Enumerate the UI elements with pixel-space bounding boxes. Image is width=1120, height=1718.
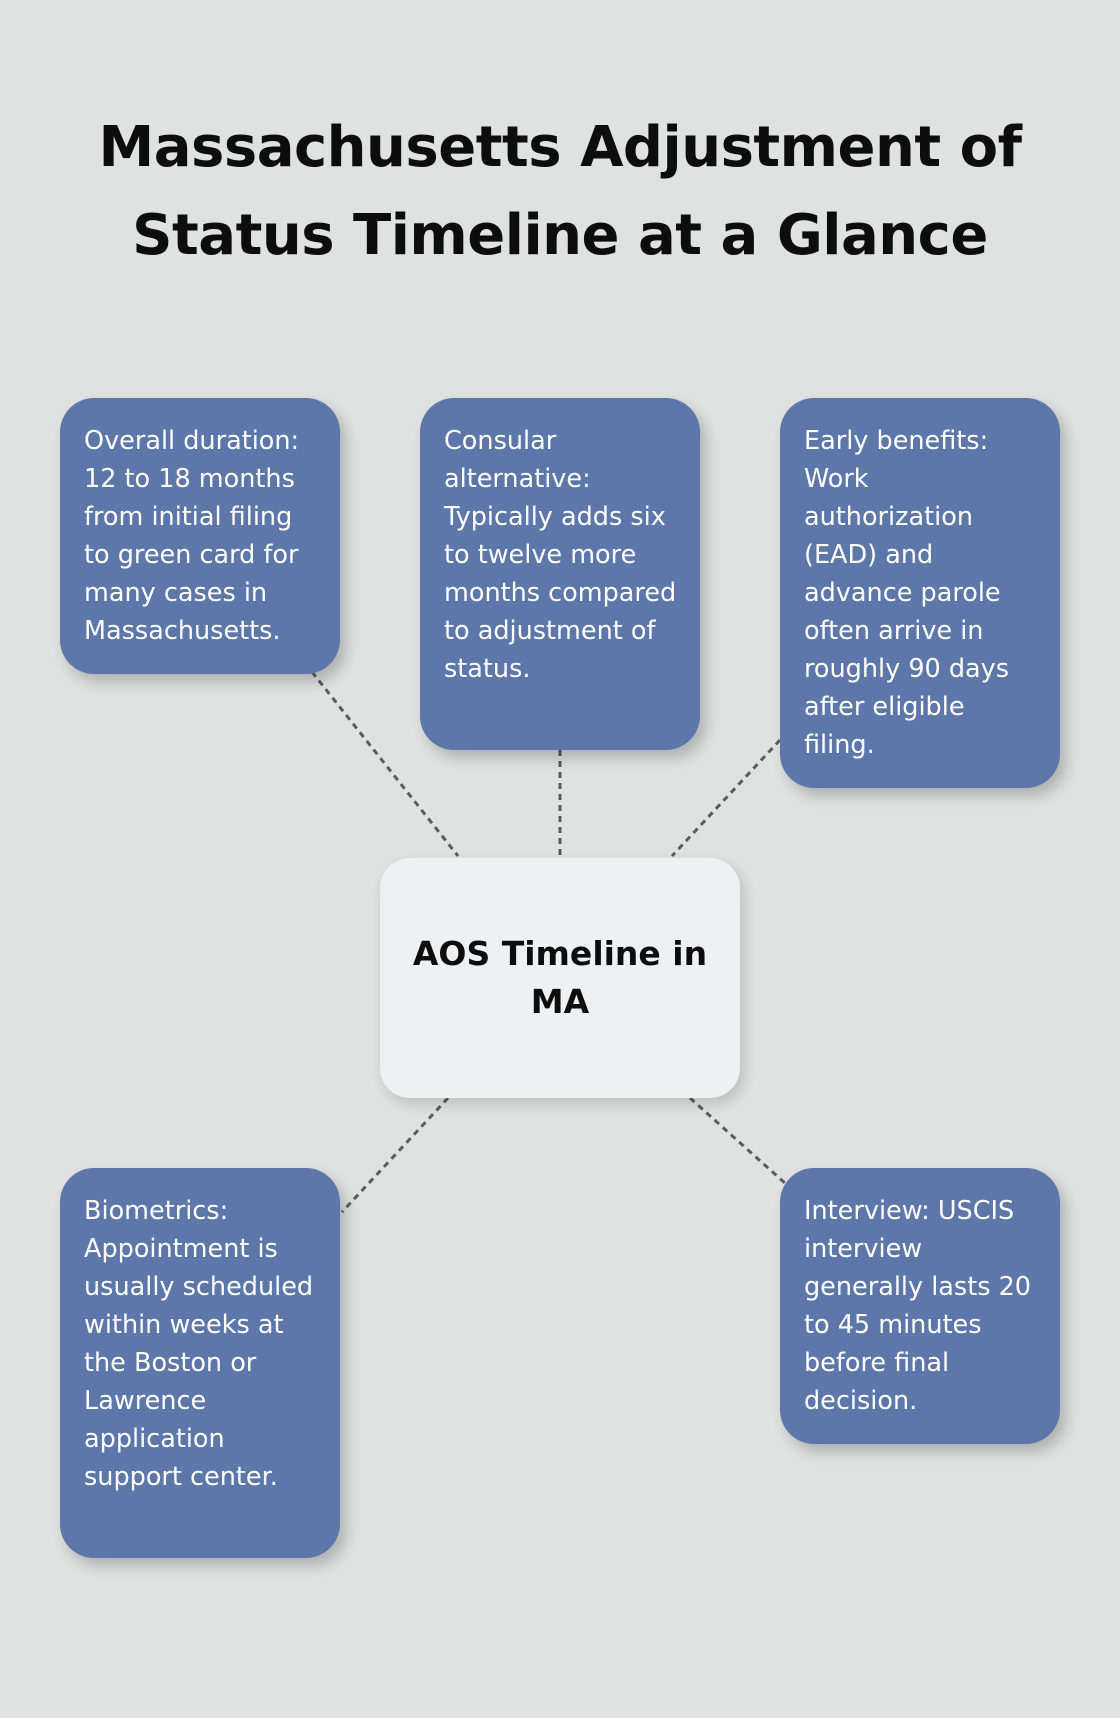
connector-early-benefits (670, 738, 782, 858)
card-interview: Interview: USCIS interview generally las… (780, 1168, 1060, 1444)
card-consular-alternative-text: Consular alternative: Typically adds six… (444, 426, 677, 684)
connector-interview (688, 1096, 788, 1186)
card-biometrics: Biometrics: Appointment is usually sched… (60, 1168, 340, 1558)
page-title: Massachusetts Adjustment of Status Timel… (98, 115, 1022, 268)
card-overall-duration-text: Overall duration: 12 to 18 months from i… (84, 426, 300, 646)
card-overall-duration: Overall duration: 12 to 18 months from i… (60, 398, 340, 674)
card-early-benefits: Early benefits: Work authorization (EAD)… (780, 398, 1060, 788)
center-node-label: AOS Timeline in MA (412, 934, 708, 1021)
center-node: AOS Timeline in MA (380, 858, 740, 1098)
card-early-benefits-text: Early benefits: Work authorization (EAD)… (804, 426, 1010, 760)
card-interview-text: Interview: USCIS interview generally las… (804, 1196, 1032, 1416)
card-consular-alternative: Consular alternative: Typically adds six… (420, 398, 700, 750)
connector-biometrics (340, 1096, 450, 1214)
card-biometrics-text: Biometrics: Appointment is usually sched… (84, 1196, 314, 1492)
